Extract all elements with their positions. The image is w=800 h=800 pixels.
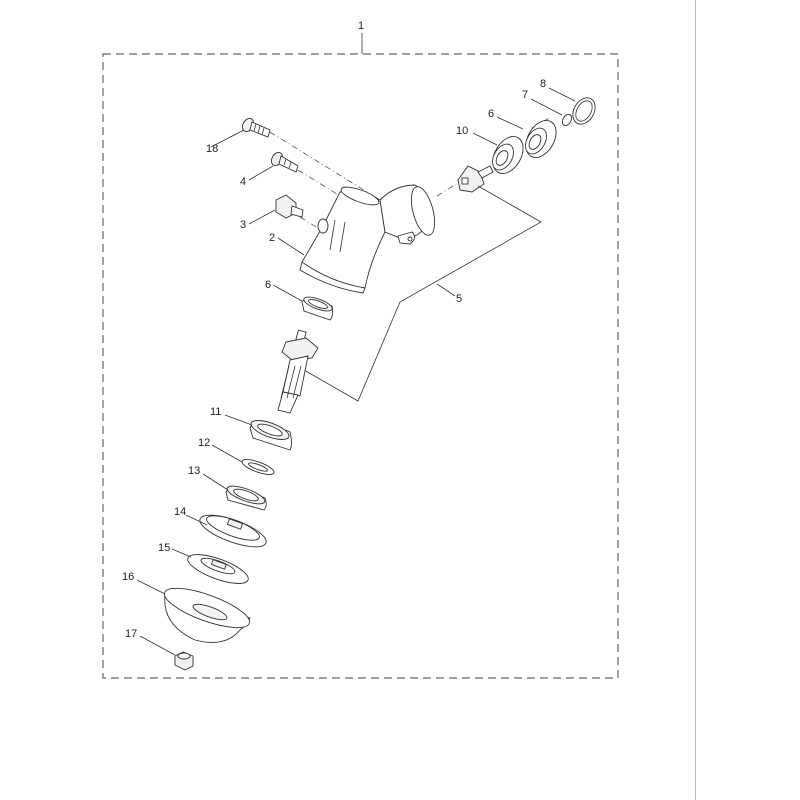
callout-18: 18 — [206, 143, 218, 155]
callout-5: 5 — [456, 293, 462, 305]
callout-17: 17 — [125, 628, 137, 640]
assembly-boundary: 1 — [102, 20, 619, 679]
part-3-bolt[interactable]: 3 — [240, 194, 304, 231]
callout-13: 13 — [188, 465, 200, 477]
part-7-bearing[interactable]: 6 — [488, 108, 562, 163]
part-11-bearing[interactable]: 11 — [210, 406, 292, 451]
callout-8: 7 — [522, 89, 528, 101]
part-4-bolt[interactable]: 4 — [240, 150, 299, 188]
part-17-nut[interactable]: 17 — [125, 628, 194, 671]
part-8-snap-ring[interactable]: 7 — [522, 89, 573, 127]
part-10-bearing[interactable]: 10 — [456, 125, 529, 179]
page-divider — [695, 0, 696, 800]
part-16-cup-guard[interactable]: 16 — [122, 571, 254, 643]
callout-16: 16 — [122, 571, 134, 583]
callout-6: 6 — [265, 279, 271, 291]
part-5-gear-shaft[interactable] — [277, 329, 319, 414]
part-13-oil-seal[interactable]: 13 — [188, 465, 267, 511]
callout-15: 15 — [158, 542, 170, 554]
part-12-circlip[interactable]: 12 — [198, 437, 276, 478]
part-5-bevel-pinion[interactable] — [457, 165, 494, 193]
callout-10: 10 — [456, 125, 468, 137]
part-18-bolt[interactable]: 18 — [206, 116, 271, 155]
callout-3: 3 — [240, 219, 246, 231]
part-9-circlip[interactable]: 8 — [540, 78, 600, 128]
callout-11: 11 — [210, 406, 221, 418]
part-14-holder-plate[interactable]: 14 — [174, 506, 270, 553]
callout-14: 14 — [174, 506, 186, 518]
callout-12: 12 — [198, 437, 210, 449]
callout-4: 4 — [240, 176, 246, 188]
part-5-leader: 5 — [303, 185, 542, 402]
callout-9: 8 — [540, 78, 546, 90]
callout-7: 6 — [488, 108, 494, 120]
part-2-gear-case[interactable]: 2 — [269, 184, 439, 294]
part-15-fixture-washer[interactable]: 15 — [158, 542, 251, 589]
callout-2: 2 — [269, 232, 275, 244]
callout-1: 1 — [358, 20, 364, 32]
part-6-oil-seal[interactable]: 6 — [265, 279, 334, 321]
